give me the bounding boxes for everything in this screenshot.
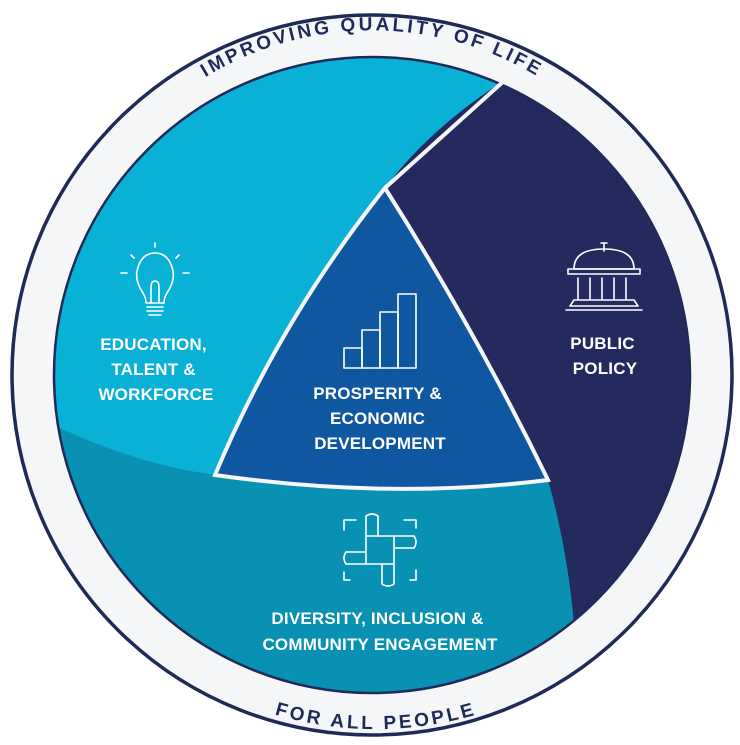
education-policy-divider <box>383 78 507 190</box>
capitol-building-icon <box>565 242 643 311</box>
public-policy-label: PUBLIC POLICY <box>570 334 639 378</box>
inner-ring <box>52 55 692 695</box>
prosperity-label: PROSPERITY & ECONOMIC DEVELOPMENT <box>313 384 447 453</box>
lightbulb-icon <box>120 242 190 316</box>
linked-hands-icon <box>343 513 417 587</box>
education-label: EDUCATION, TALENT & WORKFORCE <box>98 335 213 404</box>
diversity-label: DIVERSITY, INCLUSION & COMMUNITY ENGAGEM… <box>262 609 497 654</box>
bar-chart-icon <box>343 293 417 369</box>
segment-prosperity <box>212 184 552 491</box>
